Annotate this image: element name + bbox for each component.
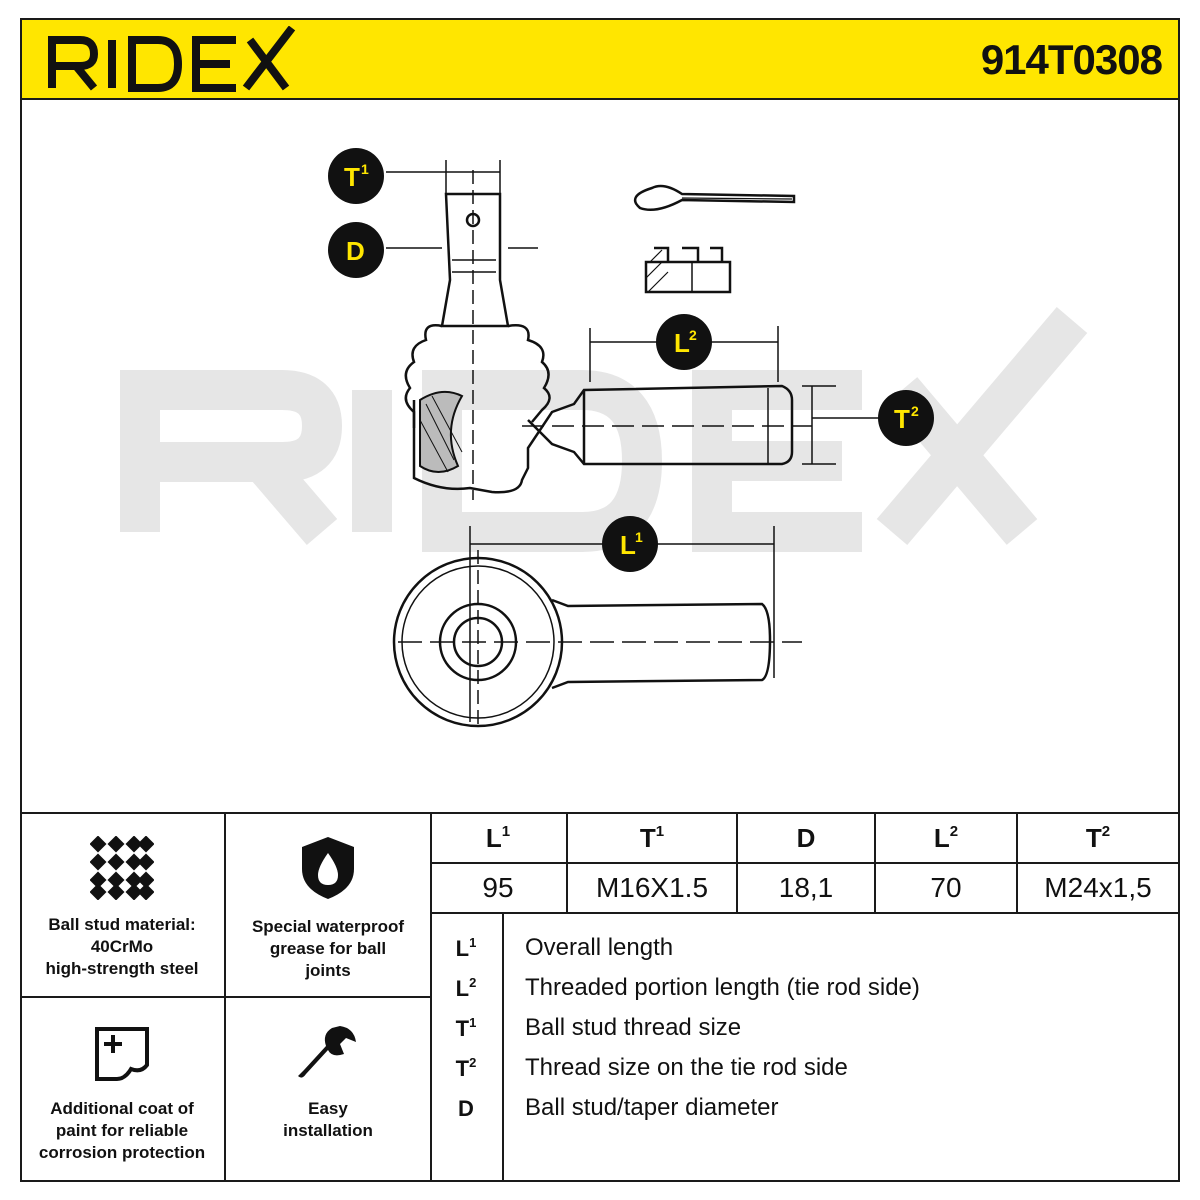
label-t2: T 2: [878, 390, 934, 446]
top-view: [392, 550, 802, 730]
wrench-icon: [298, 1026, 356, 1078]
feature-material: Ball stud material: 40CrMo high-strength…: [20, 814, 226, 998]
shield-drop-icon: [302, 837, 354, 899]
svg-text:T: T: [894, 404, 910, 434]
legend-item: L1 Overall length: [455, 934, 674, 961]
feature-grease: Special waterproof grease for ball joint…: [226, 814, 432, 998]
spec-header: L1: [430, 814, 568, 864]
label-d: D: [328, 222, 384, 278]
dust-boot: [404, 324, 443, 428]
spec-header: T2: [1017, 814, 1180, 864]
spec-header: L2: [875, 814, 1018, 864]
spec-header-row: L1 T1 D L2 T2: [430, 814, 1180, 864]
brand-logo: [48, 26, 296, 92]
svg-text:D: D: [346, 236, 365, 266]
legend-item: T1 Ball stud thread size: [455, 1014, 742, 1041]
legend-item: T2 Thread size on the tie rod side: [455, 1054, 848, 1081]
mesh-icon: [90, 836, 154, 900]
spec-value: M16X1.5: [567, 863, 738, 914]
svg-text:L: L: [620, 530, 636, 560]
legend: L1 Overall length L2 Threaded portion le…: [430, 914, 1180, 1182]
feature-install: Easy installation: [226, 998, 432, 1182]
spec-header: D: [737, 814, 876, 864]
part-number: 914T0308: [980, 36, 1163, 83]
spec-value: M24x1,5: [1017, 863, 1180, 914]
spec-panel: L1 T1 D L2 T2 95 M16X1.5 18,1 70 M24x1,5…: [430, 814, 1180, 1182]
socket-housing: [412, 384, 794, 494]
cotter-pin: [633, 184, 796, 211]
svg-text:1: 1: [361, 161, 369, 177]
feature-paint: Additional coat of paint for reliable co…: [20, 998, 226, 1182]
paint-coat-icon: [95, 1027, 149, 1081]
svg-text:L: L: [674, 328, 690, 358]
spec-value: 70: [875, 863, 1018, 914]
svg-text:2: 2: [689, 327, 697, 343]
spec-value: 18,1: [737, 863, 876, 914]
technical-drawing: T 1 D L 2 T 2 L 1: [120, 148, 1088, 730]
spec-table: L1 T1 D L2 T2 95 M16X1.5 18,1 70 M24x1,5: [430, 814, 1180, 914]
legend-item: D Ball stud/taper diameter: [458, 1094, 779, 1121]
castle-nut: [644, 246, 732, 294]
svg-text:T: T: [344, 162, 360, 192]
svg-text:1: 1: [635, 529, 643, 545]
label-t1: T 1: [328, 148, 384, 204]
label-l1: L 1: [602, 516, 658, 572]
svg-text:2: 2: [911, 403, 919, 419]
info-panel: Ball stud material: 40CrMo high-strength…: [20, 812, 1180, 1182]
legend-item: L2 Threaded portion length (tie rod side…: [455, 974, 920, 1001]
spec-value-row: 95 M16X1.5 18,1 70 M24x1,5: [430, 863, 1180, 914]
spec-value: 95: [430, 863, 568, 914]
side-view: [404, 170, 812, 500]
spec-header: T1: [567, 814, 738, 864]
header-bar: 914T0308: [20, 18, 1180, 100]
label-l2: L 2: [656, 314, 712, 370]
